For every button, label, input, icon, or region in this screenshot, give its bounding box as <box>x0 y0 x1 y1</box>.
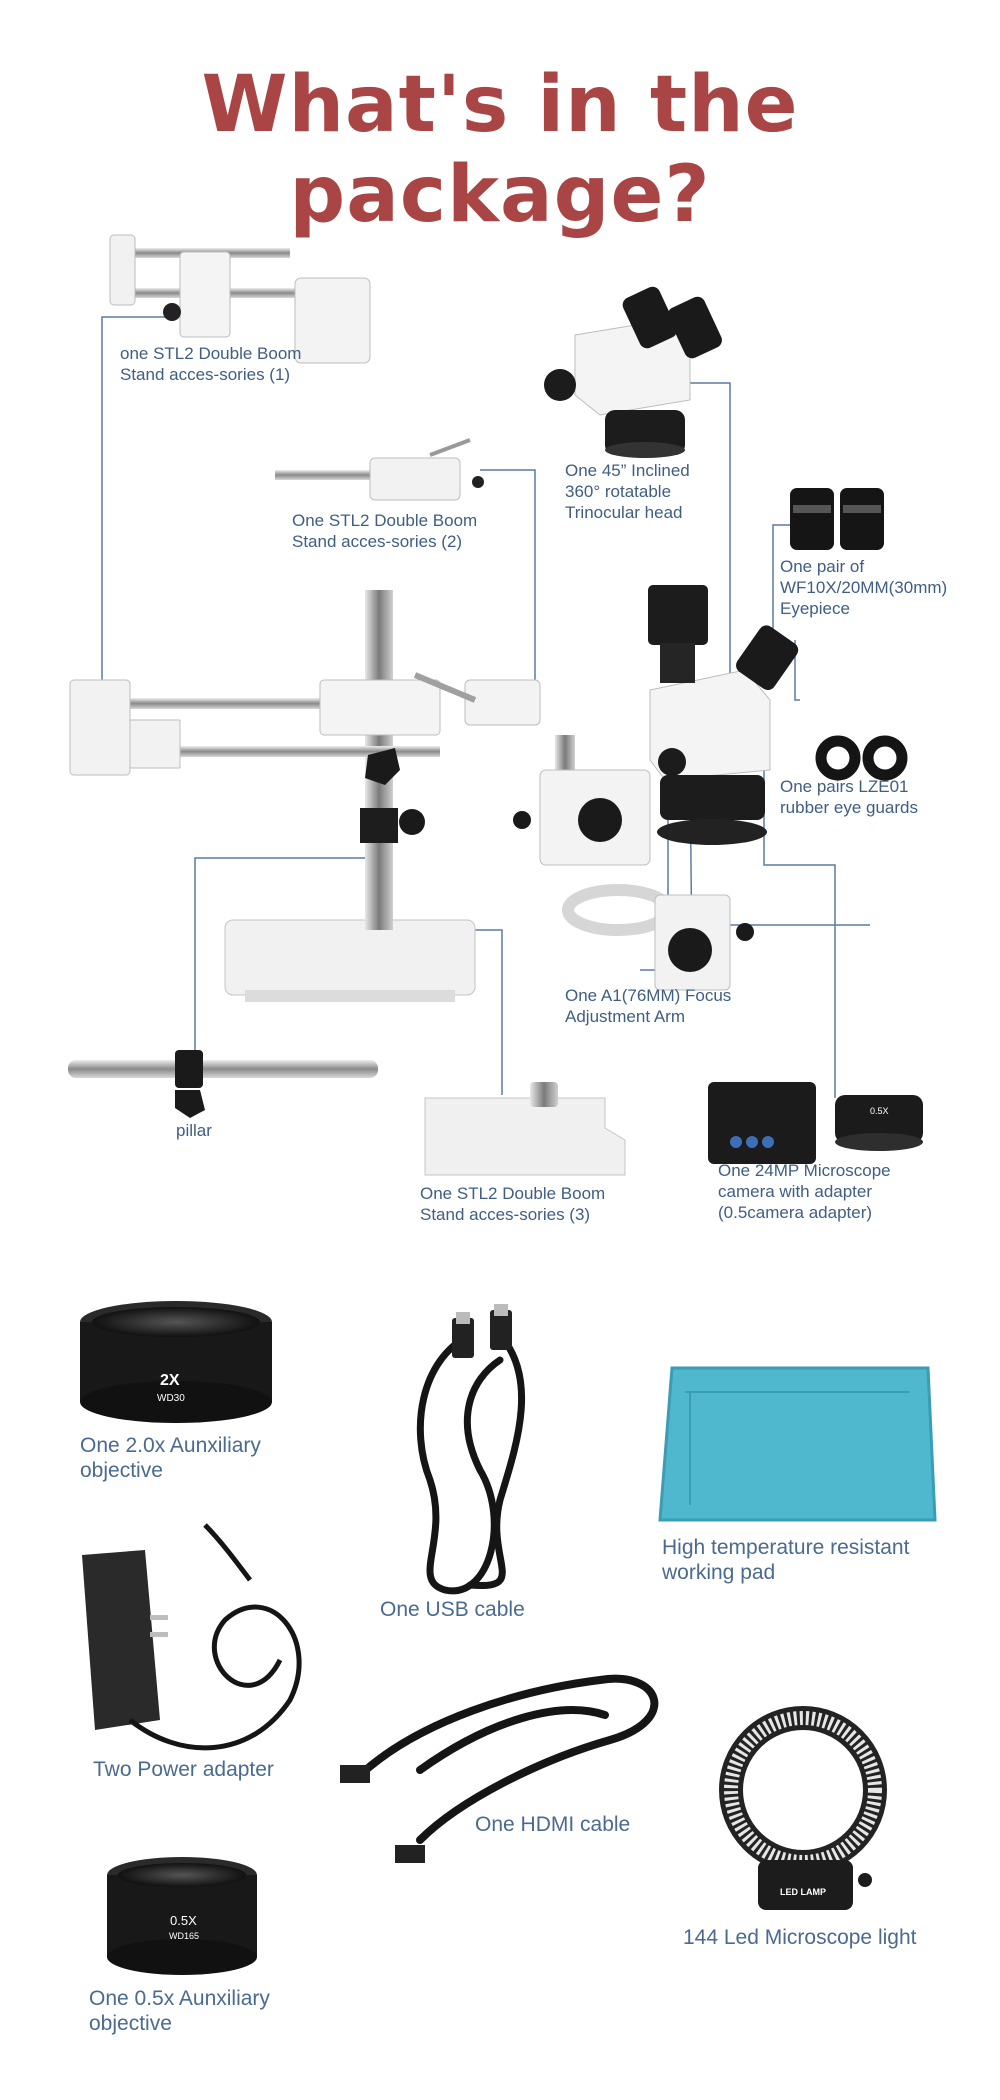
label-pillar: pillar <box>176 1121 212 1140</box>
label-focus-arm: One A1(76MM) Focus Adjustment Arm <box>565 986 732 1026</box>
label-working-pad: High temperature resistant working pad <box>662 1536 910 1584</box>
label-boom-accessory-2: One STL2 Double Boom Stand acces-sories … <box>292 511 478 551</box>
label-led-light: 144 Led Microscope light <box>683 1926 917 1949</box>
label-power-adapter: Two Power adapter <box>93 1758 274 1781</box>
power-adapter-image <box>82 1523 302 1751</box>
assembled-stand-image <box>69 585 799 1002</box>
led-ring-engraving: LED LAMP <box>780 1887 826 1897</box>
boom-accessory-2-image <box>275 438 484 501</box>
working-pad-image <box>658 1366 937 1522</box>
objective-2x-working-distance: WD30 <box>157 1393 185 1404</box>
label-objective-05x: One 0.5x Aunxiliary objective <box>89 1987 270 2035</box>
led-ring-image <box>719 1706 887 1910</box>
label-camera: One 24MP Microscope camera with adapter … <box>718 1161 891 1222</box>
label-trinocular-head: One 45” Inclined 360° rotatable Trinocul… <box>565 461 690 522</box>
label-boom-accessory-3: One STL2 Double Boom Stand acces-sories … <box>420 1184 606 1224</box>
label-boom-accessory-1: one STL2 Double Boom Stand acces-sories … <box>120 344 302 384</box>
usb-cable-image <box>416 1304 526 1595</box>
objective-2x-magnification: 2X <box>160 1372 180 1389</box>
focus-arm-image <box>562 884 754 991</box>
adapter-engraving: 0.5X <box>870 1106 889 1116</box>
camera-image <box>708 1082 923 1164</box>
label-usb-cable: One USB cable <box>380 1598 525 1621</box>
objective-05x-magnification: 0.5X <box>170 1913 197 1928</box>
label-hdmi-cable: One HDMI cable <box>475 1813 631 1836</box>
pillar-image <box>68 1050 378 1118</box>
objective-2x-image <box>80 1301 272 1423</box>
trinocular-head-image <box>544 286 722 458</box>
label-objective-2x: One 2.0x Aunxiliary objective <box>80 1434 261 1482</box>
label-eye-guards: One pairs LZE01 rubber eye guards <box>780 777 918 817</box>
eyepiece-image <box>790 488 884 550</box>
label-eyepiece: One pair of WF10X/20MM(30mm) Eyepiece <box>780 557 948 618</box>
objective-05x-image <box>107 1857 257 1975</box>
base-plate-image <box>424 1082 626 1176</box>
hdmi-cable-image <box>340 1674 659 1863</box>
boom-accessory-1-image <box>109 234 371 364</box>
objective-05x-working-distance: WD165 <box>169 1931 200 1941</box>
eye-guards-image <box>815 735 908 781</box>
page-title: What's in the package? <box>201 60 799 240</box>
